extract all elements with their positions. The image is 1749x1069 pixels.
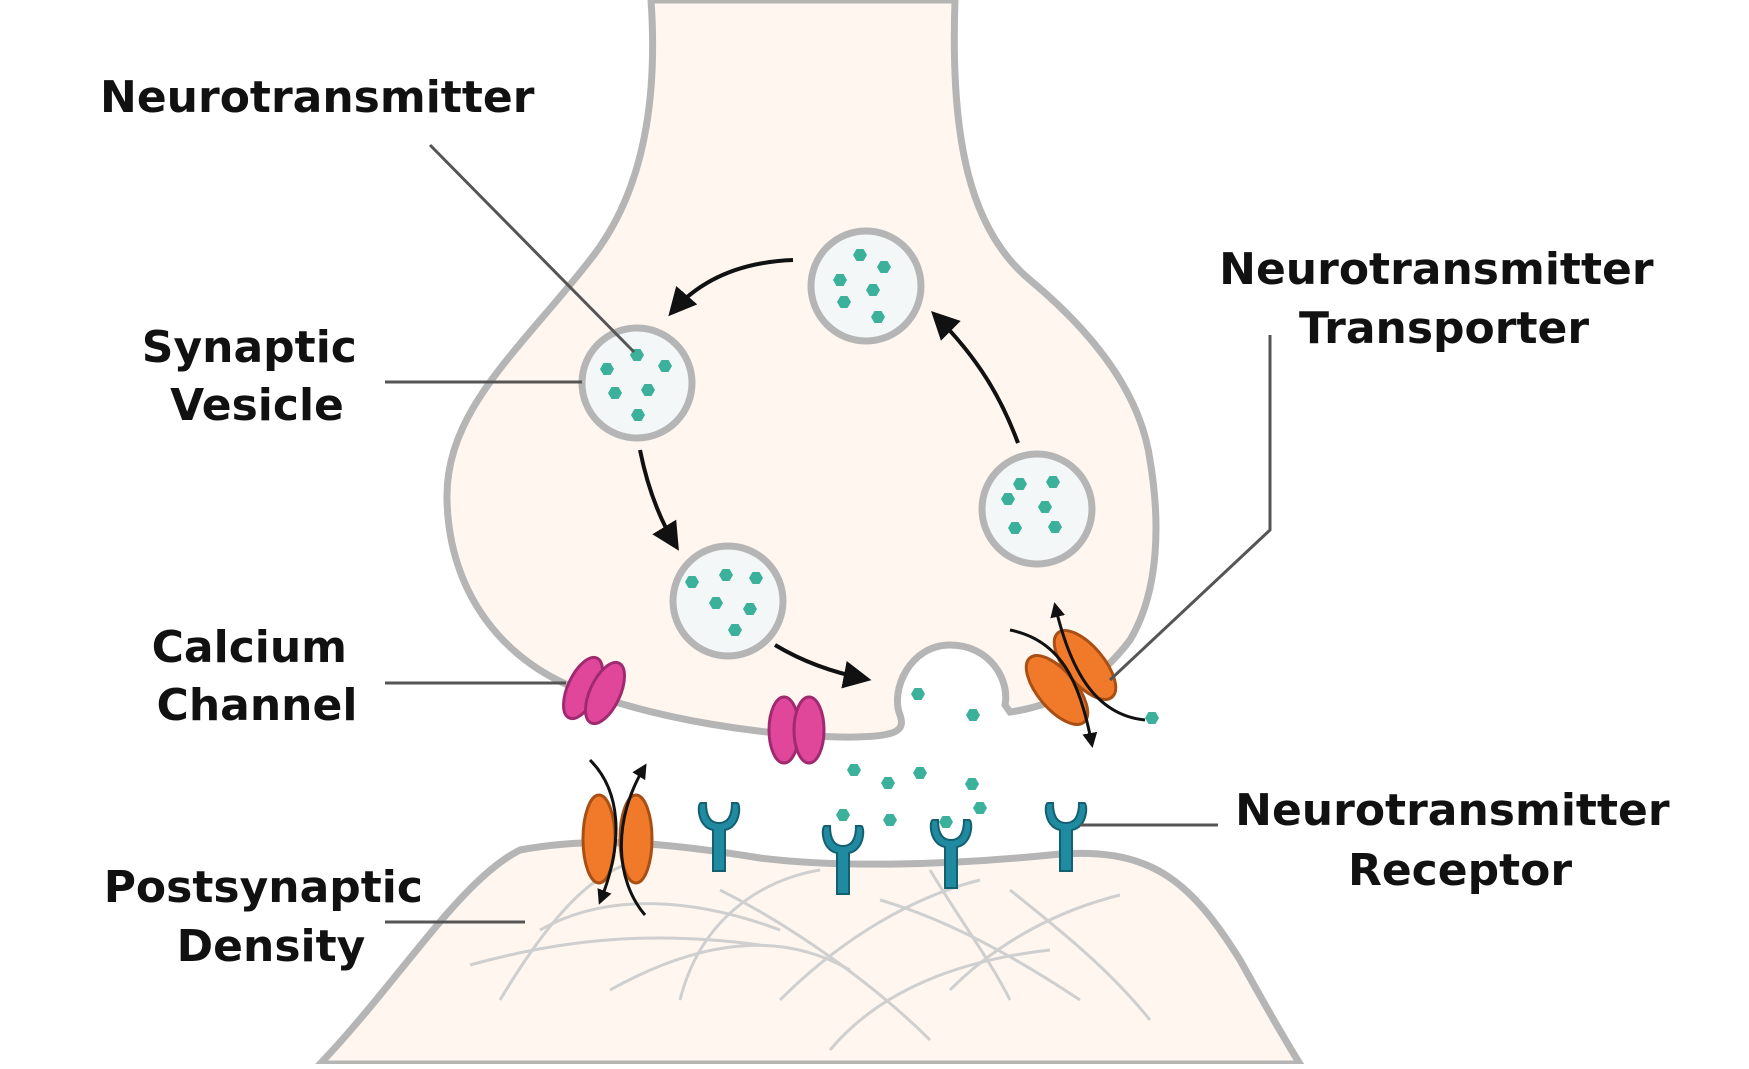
- label-neurotransmitter: Neurotransmitter: [100, 72, 535, 123]
- neurotransmitter-receptors: [697, 802, 1088, 895]
- leader-lines: [385, 143, 1272, 924]
- receptor-1: [697, 802, 741, 872]
- synaptic-vesicle-bottom: [669, 542, 787, 660]
- receptor-4: [1044, 802, 1088, 872]
- label-calcium-channel: Calcium Channel: [152, 622, 363, 731]
- label-postsynaptic-density: Postsynaptic Density: [104, 862, 439, 972]
- neurotransmitter-transporter-postsynaptic: [581, 758, 654, 916]
- vesicle-cycle-arrows: [638, 258, 1020, 689]
- labels: Neurotransmitter Synaptic Vesicle Calciu…: [100, 72, 1685, 972]
- presynaptic-terminal: [443, 0, 1160, 741]
- synaptic-vesicle-top: [807, 227, 925, 345]
- label-neurotransmitter-transporter: Neurotransmitter Transporter: [1219, 244, 1669, 354]
- leader-transporter: [1108, 335, 1272, 682]
- calcium-channel-left: [562, 655, 626, 726]
- receptor-2: [821, 825, 865, 895]
- synaptic-vesicle-left: [578, 324, 696, 442]
- neurotransmitter-transporter-presynaptic: [1009, 602, 1146, 748]
- receptor-3: [929, 819, 973, 889]
- label-synaptic-vesicle: Synaptic Vesicle: [142, 322, 372, 431]
- leader-neurotransmitter: [428, 143, 636, 354]
- label-neurotransmitter-receptor: Neurotransmitter Receptor: [1235, 785, 1685, 896]
- calcium-channel-right: [767, 695, 826, 765]
- synaptic-vesicle-right: [978, 450, 1096, 568]
